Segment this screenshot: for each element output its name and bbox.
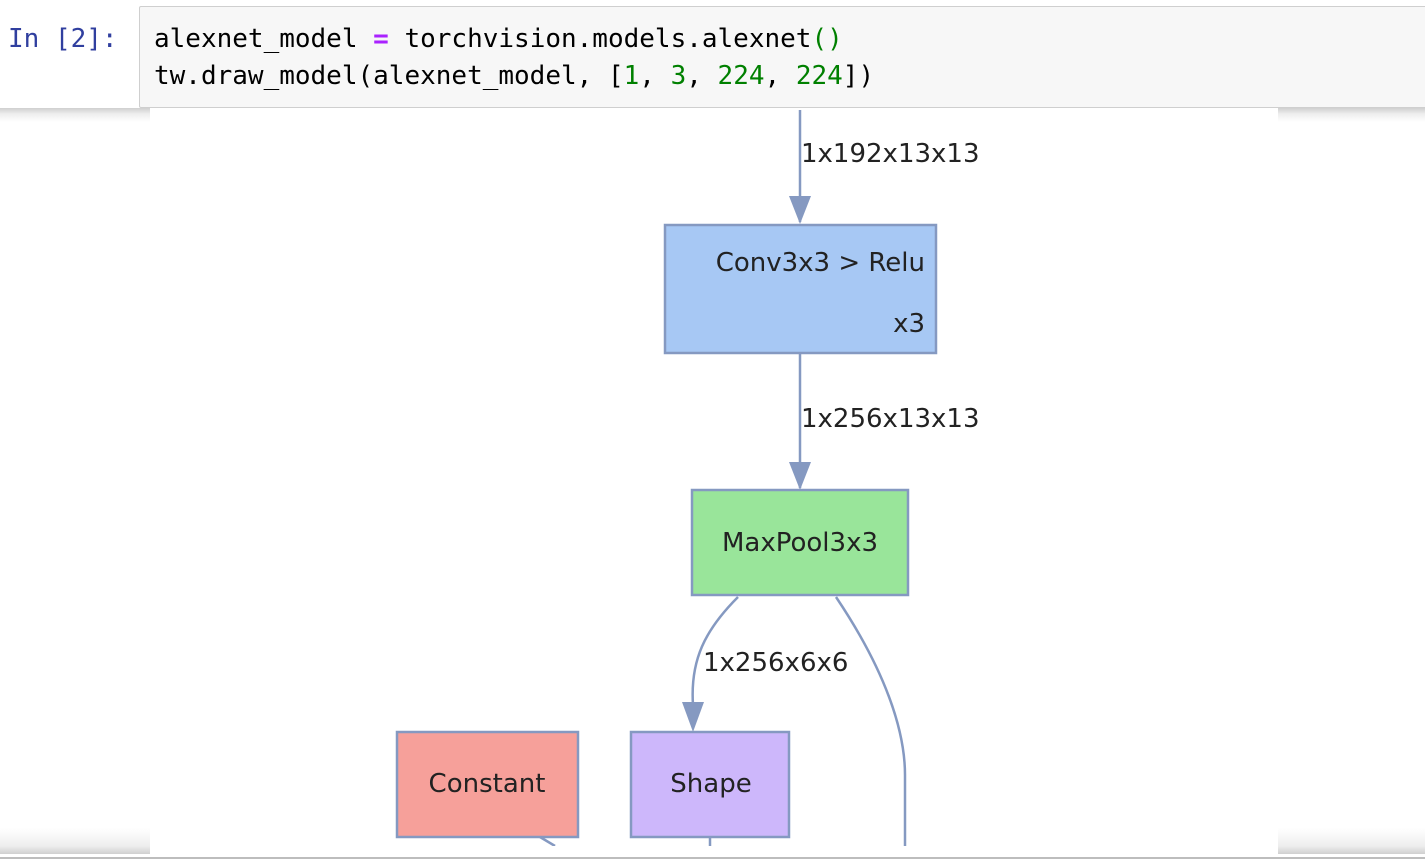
code-line-1: alexnet_model = torchvision.models.alexn… bbox=[154, 24, 843, 54]
output-bottom-divider bbox=[0, 857, 1425, 859]
code-operator: = bbox=[373, 24, 389, 54]
edge-label-1: 1x192x13x13 bbox=[801, 139, 980, 169]
code-var: alexnet_model bbox=[154, 24, 374, 54]
cell-prompt: In [2]: bbox=[8, 24, 118, 54]
node-conv-relu-repeat: x3 bbox=[893, 309, 925, 339]
arrow-into-conv bbox=[789, 196, 811, 224]
code-head: tw.draw_model(alexnet_model, [ bbox=[154, 61, 624, 91]
code-sep-3: , bbox=[764, 61, 796, 91]
model-graph: 1x192x13x13 Conv3x3 > Relu x3 1x256x13x1… bbox=[395, 110, 980, 846]
edge-maxpool-right-branch bbox=[834, 596, 907, 846]
edge-constant-out bbox=[539, 835, 556, 846]
arrow-into-maxpool bbox=[789, 462, 811, 490]
edge-label-2: 1x256x13x13 bbox=[801, 404, 980, 434]
node-constant-box bbox=[395, 730, 580, 839]
code-num-4: 224 bbox=[795, 61, 843, 91]
node-constant-label: Constant bbox=[429, 769, 546, 799]
code-sep-2: , bbox=[686, 61, 718, 91]
node-shape-label: Shape bbox=[670, 769, 751, 799]
code-parens: () bbox=[811, 24, 843, 54]
node-maxpool-box bbox=[690, 488, 910, 597]
node-shape[interactable]: Shape bbox=[629, 730, 791, 839]
output-scroll-shadow-left bbox=[0, 108, 150, 854]
node-conv-relu-label: Conv3x3 > Relu bbox=[716, 248, 925, 278]
code-tail: ]) bbox=[842, 61, 875, 91]
code-num-1: 1 bbox=[623, 61, 640, 91]
code-num-2: 3 bbox=[670, 61, 687, 91]
node-conv-relu[interactable]: Conv3x3 > Relu x3 bbox=[663, 223, 938, 355]
code-cell-input[interactable]: alexnet_model = torchvision.models.alexn… bbox=[139, 6, 1425, 108]
arrow-into-shape bbox=[682, 702, 704, 732]
code-sep-1: , bbox=[639, 61, 671, 91]
code-num-3: 224 bbox=[717, 61, 765, 91]
node-constant[interactable]: Constant bbox=[395, 730, 580, 839]
edge-maxpool-to-shape bbox=[691, 596, 739, 706]
edge-label-3: 1x256x6x6 bbox=[703, 648, 848, 678]
node-maxpool[interactable]: MaxPool3x3 bbox=[690, 488, 910, 597]
cell-output-scroll-area[interactable]: 1x192x13x13 Conv3x3 > Relu x3 1x256x13x1… bbox=[150, 110, 1278, 846]
output-scroll-shadow-right bbox=[1278, 108, 1425, 854]
code-line-2: tw.draw_model(alexnet_model, [1, 3, 224,… bbox=[154, 61, 874, 91]
code-rhs: torchvision.models.alexnet bbox=[388, 24, 812, 54]
node-maxpool-label: MaxPool3x3 bbox=[722, 528, 878, 558]
